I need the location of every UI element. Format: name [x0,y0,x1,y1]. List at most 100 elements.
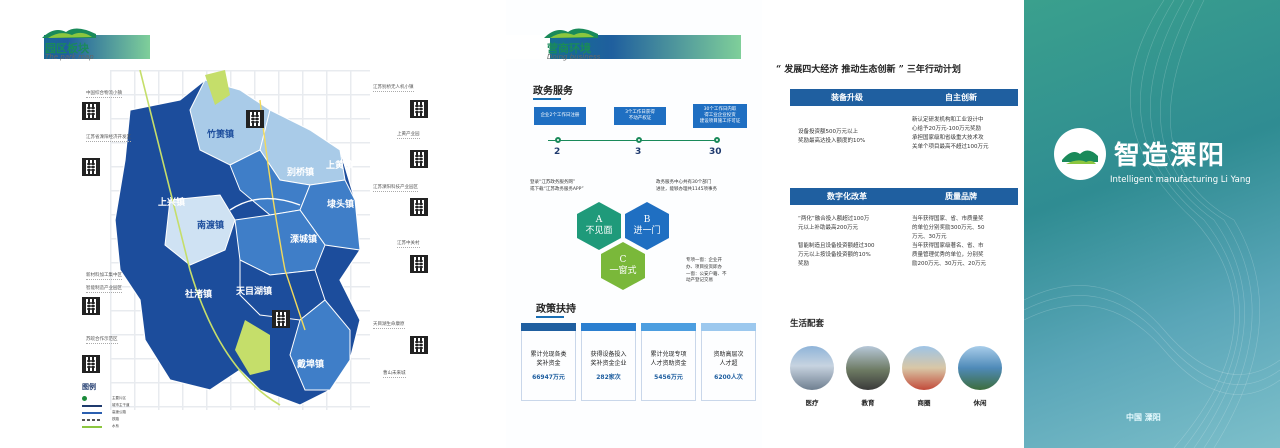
leisure-photo [958,346,1002,390]
green-zone-lake [235,320,270,375]
legend-text: 水系 [112,424,119,428]
qr-code[interactable] [410,100,428,118]
mountain-icon [1062,150,1098,164]
timeline-dot [555,137,561,143]
policy-card-body: 获得设备投入 奖补资金企业 282家次 [581,331,636,401]
life-label: 商圈 [917,399,931,407]
plan-box-body: 设备投资额500万元以上 奖励最高达投入额度的10% [798,129,866,145]
zone-label: 江苏中关村 [397,241,420,248]
zone-label: 上黄产业园 [397,132,420,139]
hex-letter: C [619,254,627,265]
plan-box: 数字化改革 “两化”融合投入额超过100万 元以上补助最高200万元 智能制造且… [790,188,904,279]
step-box: 3个工作日获得 不动产权证 [614,107,666,125]
qr-code[interactable] [82,297,100,315]
policy-card-head [521,323,576,331]
qr-code[interactable] [410,336,428,354]
town-shanghuang: 上黄镇 [326,161,354,171]
town-licheng: 溧城镇 [290,235,318,245]
policy-text: 累计兑现各类 奖补资金 [530,351,567,367]
zone-label: 智能制造产业园区 [86,286,122,293]
plan-box-body: 当年获得国家、省、市质量奖 的单位分别奖励300万元、50 万元、30万元 当年… [912,216,986,268]
policy-card-body: 累计兑现各类 奖补资金 66947万元 [521,331,576,401]
zone-label: 天目湖生命康原 [373,322,405,329]
qr-code[interactable] [246,110,264,128]
zone-label: 江苏溧阳科技产业园区 [373,185,418,192]
legend-text: 城市主干道 [112,403,130,407]
business-panel: 营商环境 Doing business 政务服务 企业2个工作日注册 3个工作日… [506,0,762,448]
qr-code[interactable] [410,150,428,168]
section-header-title: 营商环境 [547,42,591,55]
qr-code[interactable] [410,255,428,273]
section-header-subtitle: Doing business [547,53,601,61]
plan-box: 自主创新 新认定研发机构和工业设计中 心给予20万元-100万元奖励 承担国家级… [904,89,1018,162]
hex-text: 不见面 [585,226,613,236]
policy-value: 5456万元 [654,374,683,381]
legend-swatch [82,404,102,407]
legend-item: 城市主干道 [82,402,130,409]
cover-panel: 智造溧阳 Intelligent manufacturing Li Yang 中… [1024,0,1280,448]
town-bieqiao: 别桥镇 [287,168,315,178]
district-map [110,70,370,410]
policy-card-head [581,323,636,331]
life-label: 休闲 [973,399,987,407]
policy-card-head [641,323,696,331]
region-daibu [289,299,351,391]
legend-text: 高速公路 [112,410,126,414]
step-box: 企业2个工作日注册 [534,107,586,125]
header-band [506,35,741,59]
note-window: 专项一窗：企业开 办、项目投资即办 一窗：公安户籍、不 动产登记交易 [686,258,727,284]
hex-text: 一窗式 [609,266,637,276]
region-nandu [164,194,236,266]
policy-text: 资助高层次 人才超 [713,351,744,367]
policy-title: 政策扶持 [536,300,576,318]
town-shangxing: 上兴镇 [158,198,186,208]
policy-text: 累计兑现专项 人才资助资金 [650,351,687,367]
map-legend: 图例 主要片区 城市主干道 高速公路 铁路 水系 [82,382,130,430]
step-box: 30个工作日内取 得工业企业投资 建设项目施工许可证 [693,104,747,128]
school-photo [846,346,890,390]
cover-footer: 中国 溧阳 [1126,413,1161,422]
hospital-photo [790,346,834,390]
policy-card-head [701,323,756,331]
qr-code[interactable] [82,158,100,176]
page-subtitle: The park map [45,53,94,61]
qr-code[interactable] [410,198,428,216]
policy-card: 资助高层次 人才超 6200人次 [701,323,756,401]
plan-box-head: 自主创新 [904,89,1018,106]
plan-box-head: 装备升级 [790,89,904,106]
qr-code[interactable] [82,102,100,120]
green-zone-north [205,70,230,105]
step-number: 2 [554,147,561,157]
hex-b: B 进一门 [625,202,669,250]
life-title: 生活配套 [790,319,825,329]
legend-item: 高速公路 [82,409,130,416]
legend-item: 主要片区 [82,395,130,402]
qr-code[interactable] [272,310,290,328]
legend-title: 图例 [82,383,96,391]
timeline-dot [636,137,642,143]
plan-box: 质量品牌 当年获得国家、省、市质量奖 的单位分别奖励300万元、50 万元、30… [904,188,1018,279]
policy-value: 282家次 [596,374,621,381]
hex-text: 进一门 [633,226,661,236]
legend-swatch [82,411,102,414]
cover-title: 智造溧阳 [1114,141,1227,171]
timeline-dot [714,137,720,143]
legend-text: 铁路 [112,417,119,421]
town-daitou: 埭头镇 [327,200,355,210]
qr-code[interactable] [82,355,100,373]
hex-a: A 不见面 [577,202,621,250]
legend-swatch [82,418,102,421]
gov-service-title: 政务服务 [533,82,573,100]
life-label: 医疗 [805,399,819,407]
zone-label: 江苏别桥无人机小镇 [373,85,414,92]
zone-label: 江苏省溧阳经济开发区 [86,135,131,142]
zone-label: 中国综合物流小镇 [86,91,122,98]
cover-subtitle: Intelligent manufacturing Li Yang [1110,175,1251,185]
legend-text: 主要片区 [112,396,126,400]
mall-photo [902,346,946,390]
step-number: 30 [709,147,722,157]
policy-value: 6200人次 [714,374,743,381]
policy-card: 累计兑现专项 人才资助资金 5456万元 [641,323,696,401]
town-daibu: 戴埠镇 [297,360,325,370]
header-band [0,35,150,59]
